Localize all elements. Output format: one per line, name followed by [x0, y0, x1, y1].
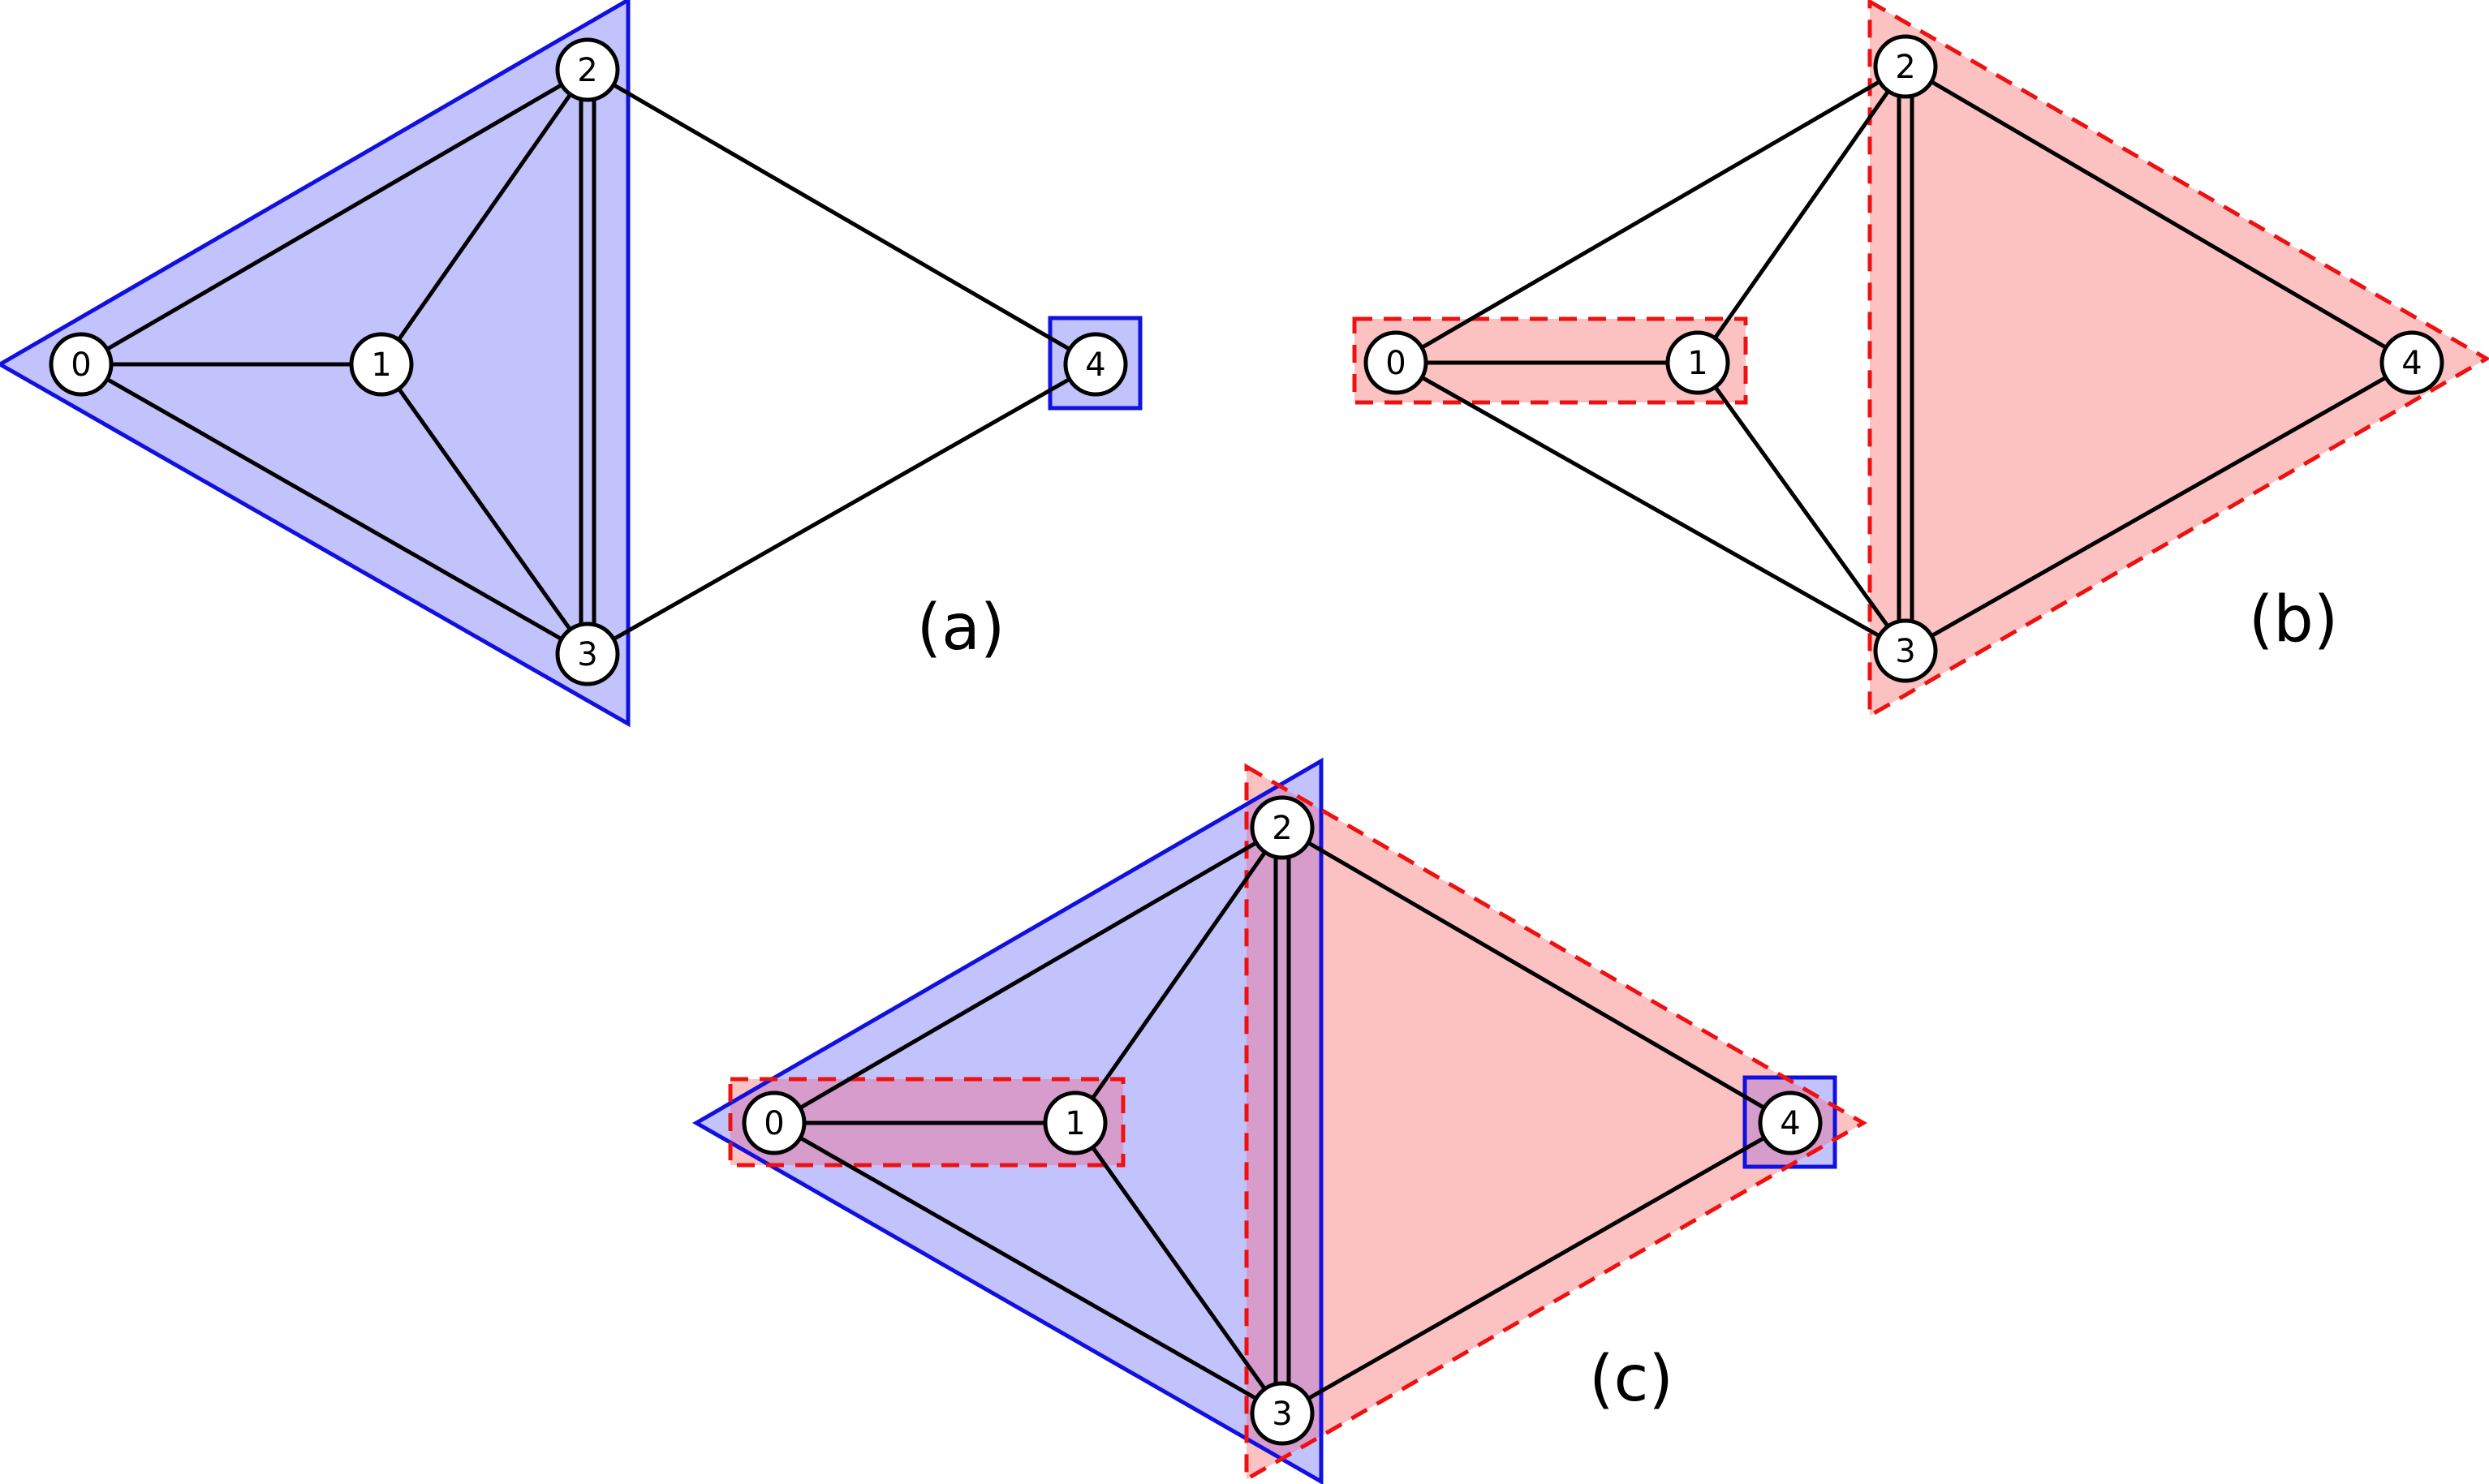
node-label: 2 [1272, 810, 1292, 847]
edges [80, 67, 1097, 656]
node-4: 4 [1758, 1090, 1823, 1155]
node-1: 1 [1043, 1090, 1108, 1155]
panel-label-c: (c) [1589, 1343, 1673, 1416]
node-label: 4 [1780, 1105, 1800, 1142]
node-label: 1 [1065, 1105, 1085, 1142]
edges [1394, 64, 2414, 653]
node-2: 2 [1250, 795, 1315, 860]
node-3: 3 [1250, 1381, 1315, 1446]
node-label: 4 [1085, 346, 1105, 384]
node-0: 0 [1363, 330, 1428, 395]
panel-label-a: (a) [917, 591, 1006, 665]
node-1: 1 [349, 332, 414, 397]
edges [773, 825, 1792, 1416]
node-2: 2 [555, 37, 620, 102]
node-label: 4 [2401, 345, 2422, 382]
node-label: 0 [1385, 345, 1406, 382]
panel-b: 0 1 2 3 4 (b) [1352, 0, 2489, 720]
node-label: 3 [1272, 1396, 1292, 1433]
node-4: 4 [1063, 332, 1128, 397]
panel-c: 0 1 2 3 4 (c) [691, 757, 1867, 1484]
red-group-01-outline [728, 1077, 1126, 1168]
panel-a: 0 1 2 3 4 (a) [0, 0, 1143, 728]
node-0: 0 [49, 332, 114, 397]
node-label: 0 [764, 1105, 784, 1142]
node-label: 2 [577, 52, 597, 89]
node-0: 0 [742, 1090, 807, 1155]
node-3: 3 [1873, 618, 1938, 683]
node-4: 4 [2379, 330, 2444, 395]
node-3: 3 [555, 622, 620, 686]
node-label: 1 [371, 346, 391, 384]
node-label: 0 [71, 346, 91, 384]
node-2: 2 [1873, 34, 1938, 99]
node-1: 1 [1665, 330, 1730, 395]
node-label: 3 [577, 636, 597, 673]
red-group-234 [1867, 0, 2489, 720]
blue-group-0123 [0, 0, 631, 728]
red-group-234-fill [1247, 767, 1863, 1479]
blue-group-0123-outline [691, 757, 1324, 1484]
node-label: 1 [1687, 345, 1707, 382]
node-label: 3 [1895, 633, 1915, 670]
node-label: 2 [1895, 49, 1915, 86]
red-group-234-outline [1244, 763, 1867, 1483]
panel-label-b: (b) [2249, 583, 2338, 656]
